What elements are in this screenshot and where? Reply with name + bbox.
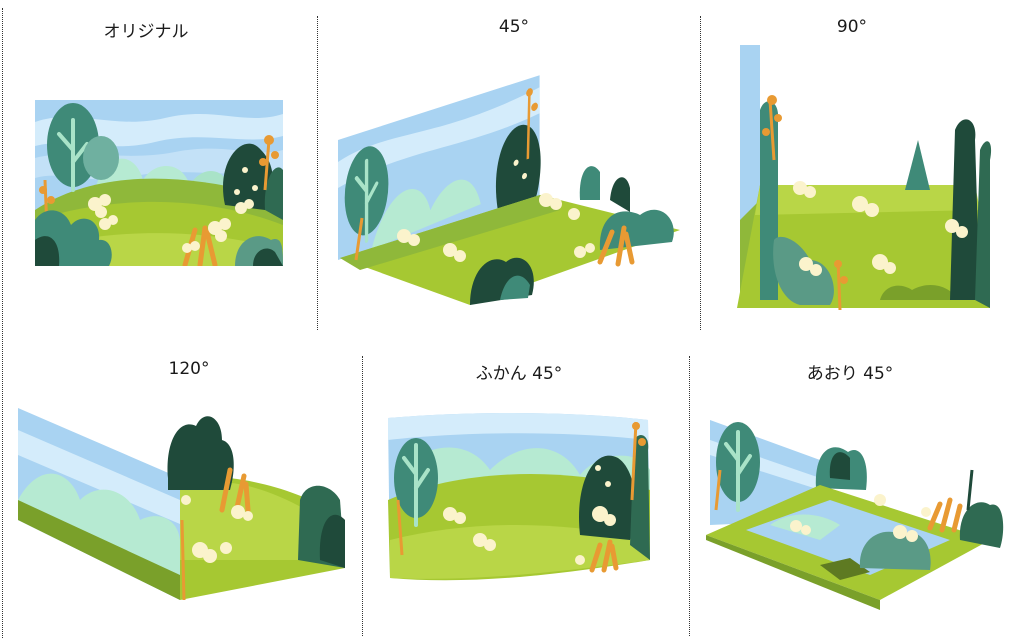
label-original: オリジナル	[103, 22, 189, 42]
panel-90	[737, 45, 992, 311]
label-45: 45°	[498, 17, 530, 37]
divider-left-top	[2, 8, 3, 638]
panel-aori-45	[706, 420, 1004, 610]
divider-bottom-1	[362, 356, 363, 636]
panel-fukan-45	[388, 413, 650, 581]
label-120: 120°	[168, 359, 210, 379]
panel-45	[338, 75, 680, 305]
panel-120	[18, 408, 345, 601]
label-fukan-45: ふかん 45°	[475, 364, 563, 384]
divider-bottom-2	[689, 356, 690, 636]
label-aori-45: あおり 45°	[806, 364, 894, 384]
panel-original	[35, 100, 283, 266]
divider-top-2	[700, 16, 701, 330]
divider-top-1	[317, 16, 318, 330]
label-90: 90°	[836, 17, 868, 37]
